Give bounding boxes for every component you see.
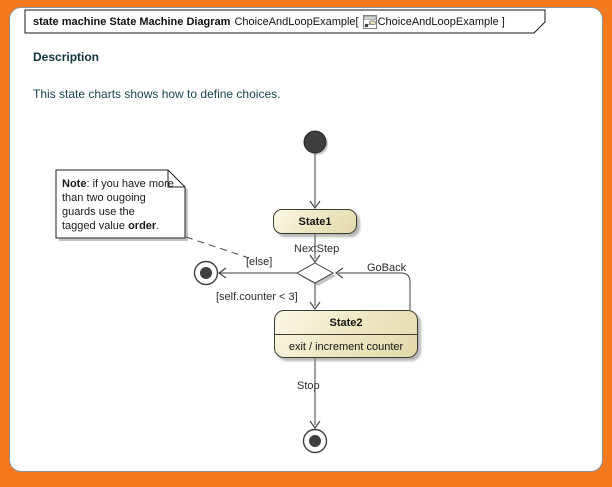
frame-title: state machine State Machine Diagram Choi… xyxy=(33,10,505,33)
arrowhead-icon xyxy=(218,267,227,279)
arrowhead-icon xyxy=(309,420,321,429)
frame-title-ref: ChoiceAndLoopExample ] xyxy=(377,15,505,28)
note-anchor-line[interactable] xyxy=(185,236,250,259)
transition-label-nextstep[interactable]: NextStep xyxy=(294,243,340,255)
arrowhead-icon xyxy=(309,200,321,209)
transition-goback[interactable] xyxy=(338,272,411,310)
frame-title-tab xyxy=(24,9,546,34)
arrowhead-icon xyxy=(335,267,344,279)
state2-internal-activity: exit / increment counter xyxy=(288,340,404,353)
note-line: tagged value order. xyxy=(62,220,160,232)
note-fold-icon xyxy=(167,170,185,188)
state-state2[interactable]: State2 exit / increment counter xyxy=(274,310,418,358)
transition-label-counter-guard[interactable]: [self.counter < 3] xyxy=(216,291,298,303)
note-shape[interactable] xyxy=(55,169,186,239)
frame-title-kind: state machine State Machine Diagram xyxy=(33,15,231,28)
arrowhead-icon xyxy=(309,301,321,310)
final-state-bottom-dot xyxy=(309,435,321,447)
state2-name: State2 xyxy=(275,311,417,335)
note-line: Note: if you have more xyxy=(62,178,174,190)
transition-label-else[interactable]: [else] xyxy=(246,256,273,268)
note-line: guards use the xyxy=(62,206,135,218)
arrowhead-icon xyxy=(309,254,321,263)
transition-label-goback[interactable]: GoBack xyxy=(367,262,407,274)
state1-name: State1 xyxy=(298,215,332,228)
transition-label-stop[interactable]: Stop xyxy=(297,380,320,392)
frame-title-name: ChoiceAndLoopExample[ xyxy=(234,15,359,28)
final-state-left-dot xyxy=(200,267,212,279)
initial-state[interactable] xyxy=(303,130,327,154)
description-text: This state charts shows how to define ch… xyxy=(33,87,281,101)
state-machine-diagram-icon xyxy=(362,14,377,29)
note-line: than two ougoing xyxy=(62,192,146,204)
description-heading: Description xyxy=(33,50,100,64)
note-text[interactable]: Note: if you have more than two ougoing … xyxy=(62,177,182,233)
state-state1[interactable]: State1 xyxy=(273,209,357,234)
